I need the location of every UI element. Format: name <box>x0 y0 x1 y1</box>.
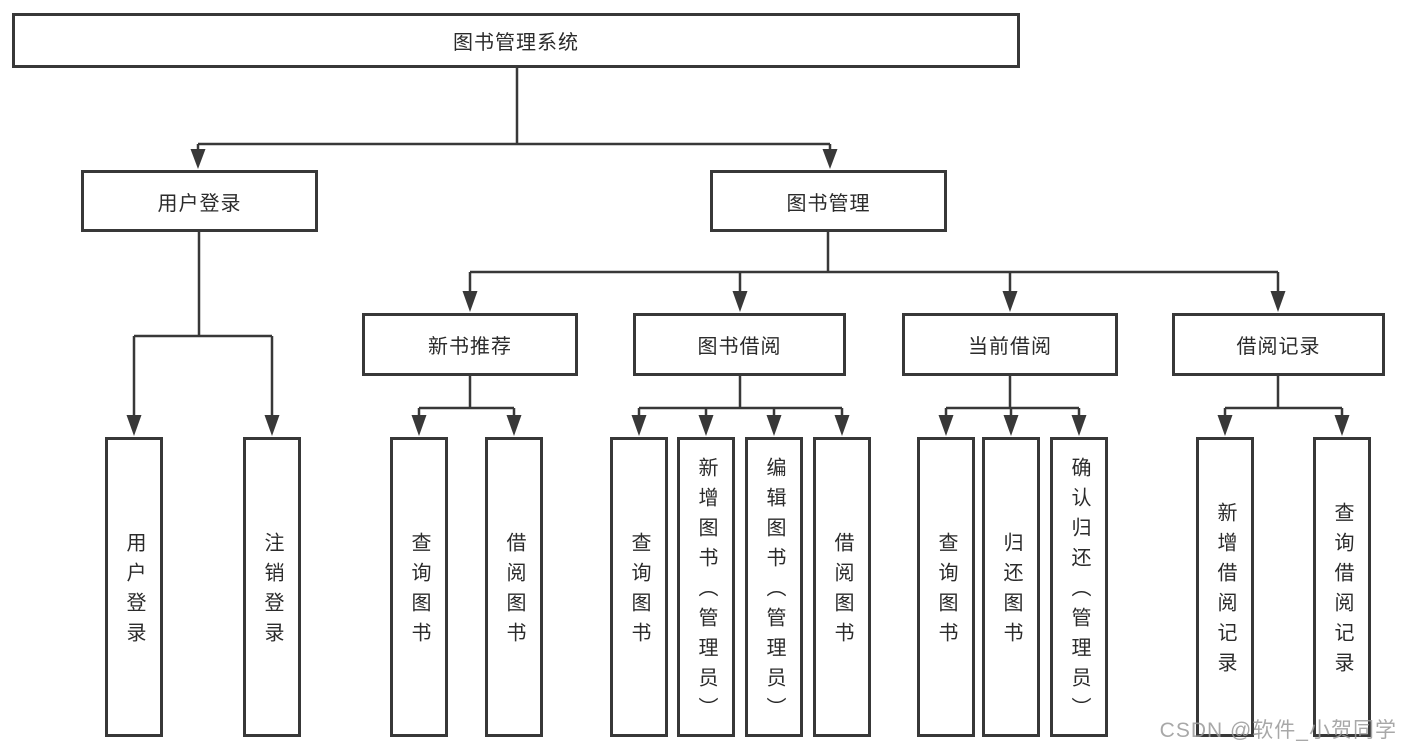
node-new-book-recommend: 新书推荐 <box>362 313 578 376</box>
node-new-book-recommend-label: 新书推荐 <box>428 336 512 358</box>
node-leaf-user-login: 用户登录 <box>105 437 163 737</box>
edge-book-management-branch <box>468 232 1280 292</box>
node-leaf-query-books-2-label: 查询图书 <box>628 532 650 652</box>
node-book-borrow: 图书借阅 <box>633 313 846 376</box>
node-borrow-record: 借阅记录 <box>1172 313 1385 376</box>
node-leaf-query-borrow-record-label: 查询借阅记录 <box>1331 502 1353 682</box>
node-leaf-edit-book-admin: 编辑图书（管理员） <box>745 437 803 737</box>
node-leaf-confirm-return-admin-label: 确认归还（管理员） <box>1068 457 1090 727</box>
edge-new-book-recommend-branch <box>417 376 516 416</box>
node-system-root: 图书管理系统 <box>12 13 1020 68</box>
node-leaf-borrow-books-1: 借阅图书 <box>485 437 543 737</box>
node-book-management: 图书管理 <box>710 170 947 232</box>
node-current-borrow-label: 当前借阅 <box>968 336 1052 358</box>
node-leaf-query-books-3: 查询图书 <box>917 437 975 737</box>
node-leaf-edit-book-admin-label: 编辑图书（管理员） <box>763 457 785 727</box>
node-book-management-label: 图书管理 <box>786 192 871 215</box>
node-leaf-query-books-1: 查询图书 <box>390 437 448 737</box>
node-leaf-logout: 注销登录 <box>243 437 301 737</box>
node-leaf-query-borrow-record: 查询借阅记录 <box>1313 437 1371 737</box>
node-system-root-label: 图书管理系统 <box>453 32 579 54</box>
arrowheads <box>126 149 1350 436</box>
node-user-login-label: 用户登录 <box>157 192 242 215</box>
node-leaf-return-books: 归还图书 <box>982 437 1040 737</box>
watermark-text: CSDN @软件_小贺同学 <box>1159 719 1397 742</box>
node-leaf-add-borrow-record: 新增借阅记录 <box>1196 437 1254 737</box>
node-book-borrow-label: 图书借阅 <box>697 336 782 358</box>
edge-book-borrow-branch <box>637 376 844 416</box>
node-leaf-confirm-return-admin: 确认归还（管理员） <box>1050 437 1108 737</box>
node-leaf-query-books-1-label: 查询图书 <box>408 532 430 652</box>
node-leaf-borrow-books-2: 借阅图书 <box>813 437 871 737</box>
edge-user-login-branch <box>132 232 274 416</box>
node-leaf-add-book-admin-label: 新增图书（管理员） <box>695 457 717 727</box>
node-leaf-return-books-label: 归还图书 <box>1000 532 1022 652</box>
node-leaf-query-books-3-label: 查询图书 <box>935 532 957 652</box>
node-leaf-borrow-books-1-label: 借阅图书 <box>503 532 525 652</box>
node-leaf-logout-label: 注销登录 <box>261 532 283 652</box>
node-leaf-borrow-books-2-label: 借阅图书 <box>831 532 853 652</box>
node-leaf-user-login-label: 用户登录 <box>123 532 145 652</box>
node-leaf-add-book-admin: 新增图书（管理员） <box>677 437 735 737</box>
node-leaf-add-borrow-record-label: 新增借阅记录 <box>1214 502 1236 682</box>
edge-borrow-record-branch <box>1223 376 1344 416</box>
node-current-borrow: 当前借阅 <box>902 313 1118 376</box>
edge-current-borrow-branch <box>944 376 1081 416</box>
node-leaf-query-books-2: 查询图书 <box>610 437 668 737</box>
node-user-login: 用户登录 <box>81 170 318 232</box>
edge-root-to-level2 <box>196 68 832 150</box>
node-borrow-record-label: 借阅记录 <box>1236 336 1321 358</box>
